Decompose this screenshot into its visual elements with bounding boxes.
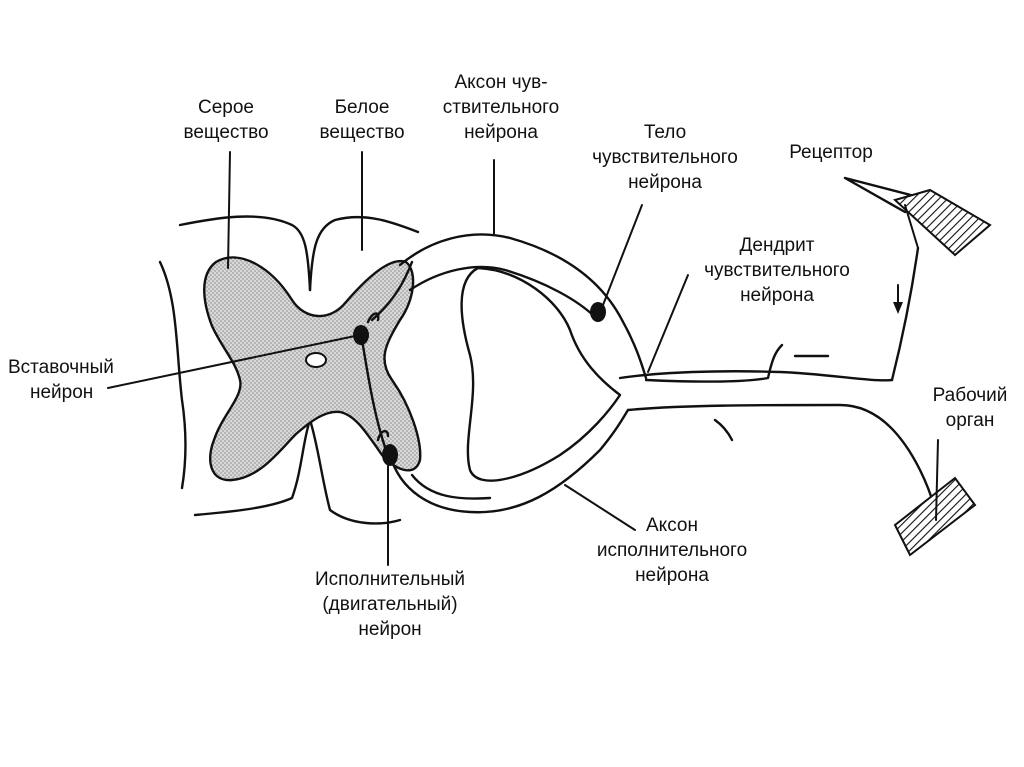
pointer-motor-axon xyxy=(564,484,636,531)
effector-organ xyxy=(893,476,977,557)
sensory-neuron-path xyxy=(370,233,648,380)
pointer-sensory-body xyxy=(602,204,643,306)
label-motor-neuron: Исполнительный (двигательный) нейрон xyxy=(315,569,465,640)
spinal-cord-outline xyxy=(158,215,420,525)
label-pointers xyxy=(107,151,939,566)
interneuron-fiber xyxy=(359,333,388,452)
label-sensory-axon: Аксон чув- ствительного нейрона xyxy=(442,72,560,143)
spinal-nerve-trunk xyxy=(618,246,938,514)
central-canal xyxy=(305,352,327,368)
pointer-interneuron xyxy=(107,335,356,389)
label-sensory-body: Тело чувствительного нейрона xyxy=(592,122,738,193)
sensory-neuron-body xyxy=(590,302,606,322)
spinal-nerve-loop xyxy=(460,266,622,482)
label-white-matter: Белое вещество xyxy=(319,97,405,143)
label-effector: Рабочий орган xyxy=(932,385,1008,431)
direction-arrow-icon xyxy=(893,284,903,314)
pointer-effector xyxy=(935,439,939,521)
motor-neuron-path xyxy=(388,408,630,514)
receptor-structure xyxy=(843,176,992,257)
label-grey-matter: Серое вещество xyxy=(183,97,269,143)
pointer-sensory-dendrite xyxy=(647,274,689,373)
label-receptor: Рецептор xyxy=(789,142,873,163)
motor-neuron-body xyxy=(382,444,398,466)
synapse-hook-upper xyxy=(366,312,380,324)
label-sensory-dendrite: Дендрит чувствительного нейрона xyxy=(704,235,850,306)
label-interneuron: Вставочный нейрон xyxy=(8,357,114,403)
pointer-grey-matter xyxy=(227,151,231,269)
label-motor-axon: Аксон исполнительного нейрона xyxy=(596,515,748,586)
synapse-hook-lower xyxy=(376,429,390,442)
